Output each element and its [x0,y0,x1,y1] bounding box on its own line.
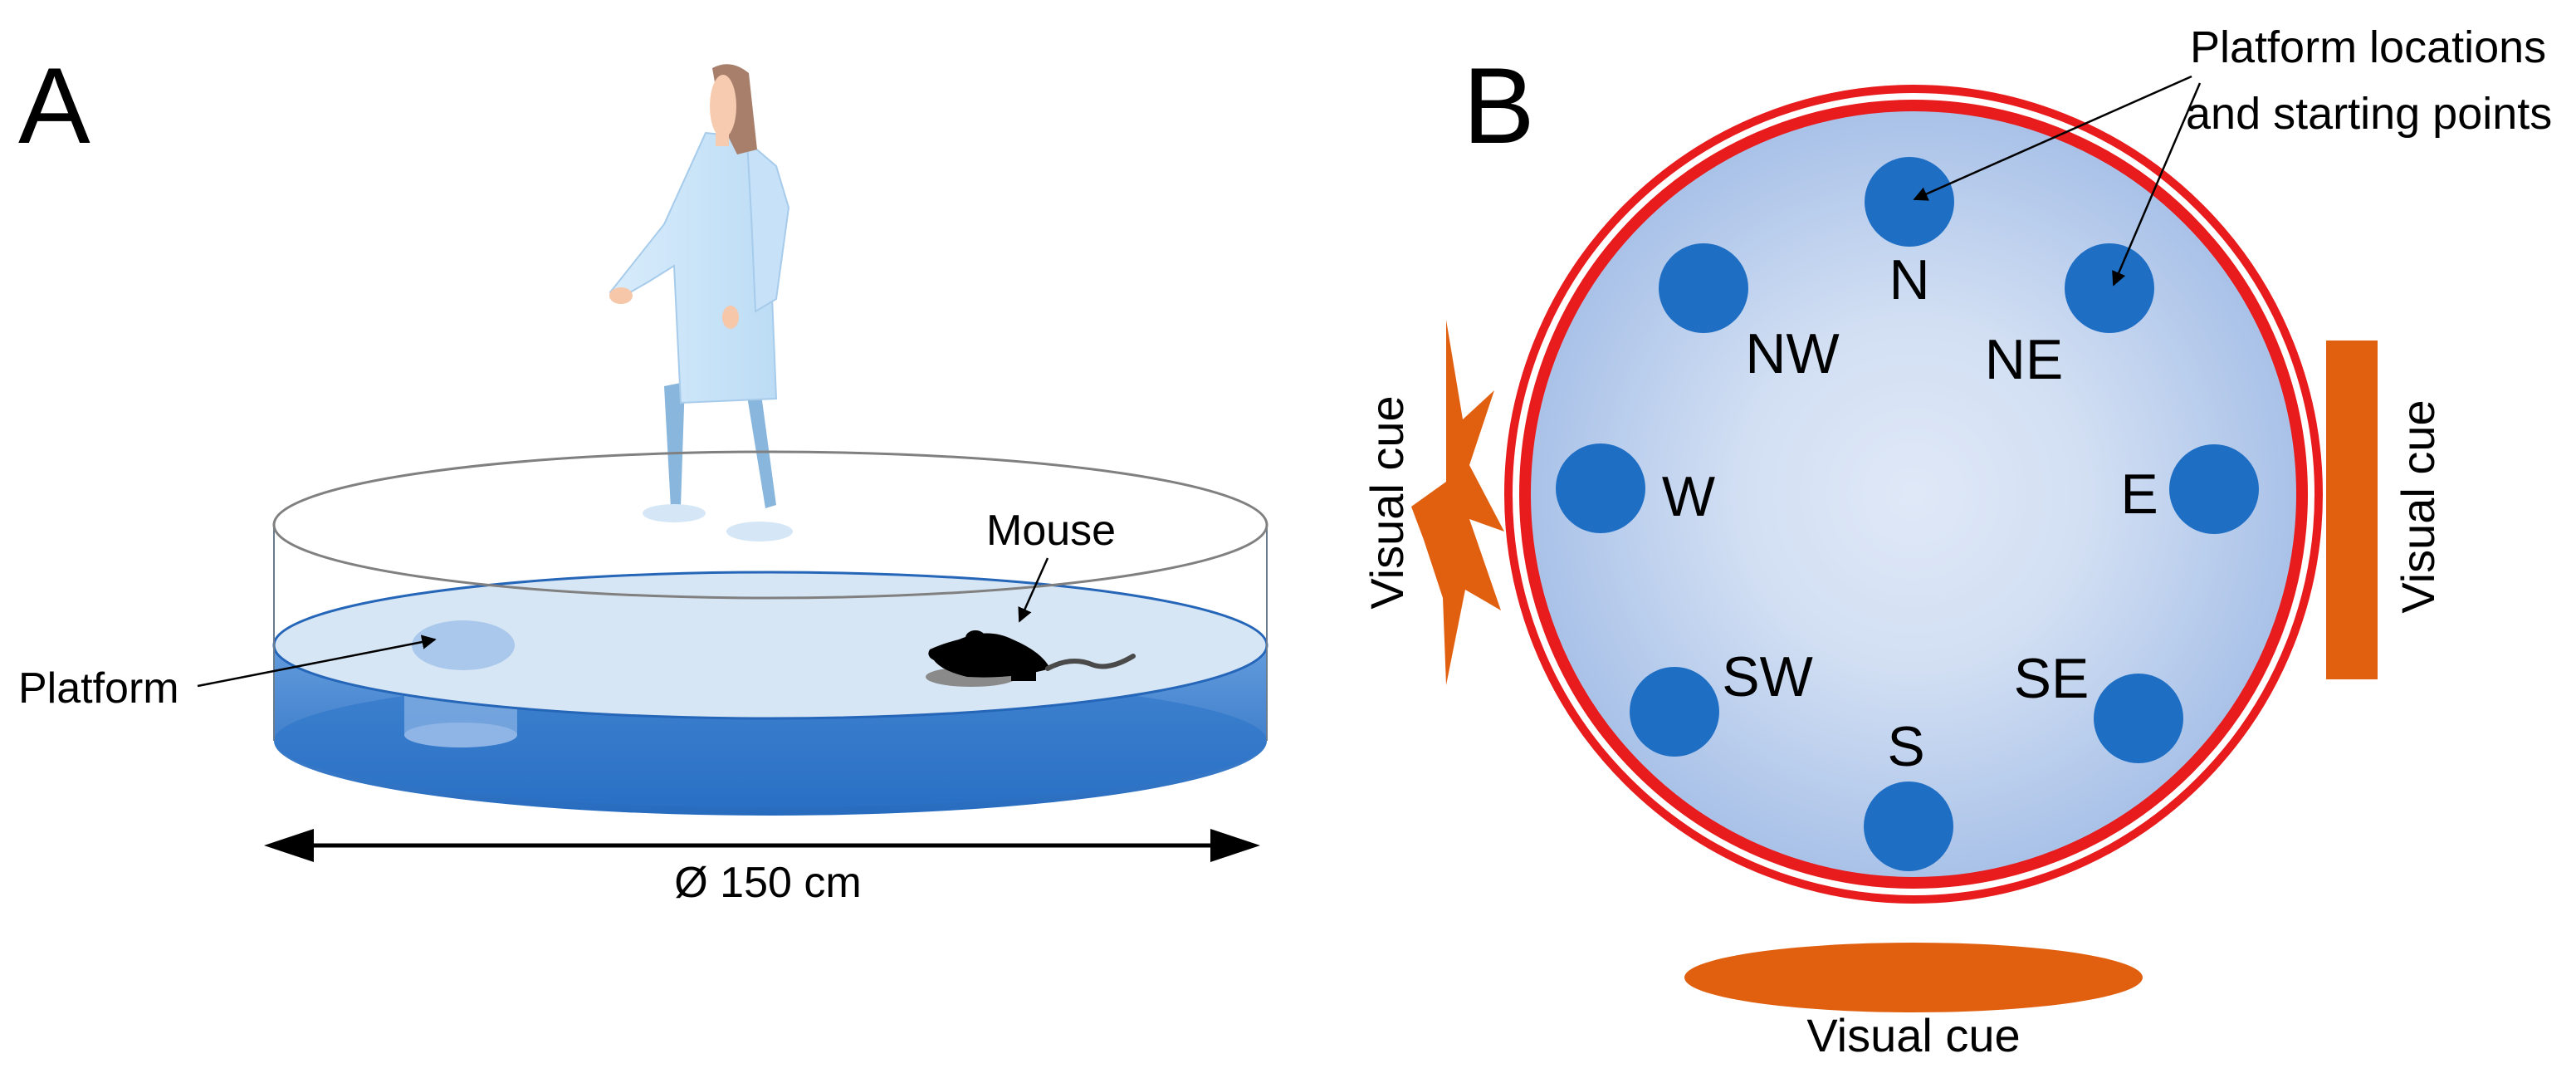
panel-b: B N NE E SE S SW W NW Platform locations… [1361,22,2552,1061]
direction-label-e: E [2120,463,2158,526]
platform-locations-label-line1: Platform locations [2190,22,2546,72]
platform-spot-w [1556,443,1645,533]
mouse-pointer [1018,557,1049,623]
panel-a-letter: A [18,45,90,166]
visual-cue-right-bar [2326,341,2378,679]
platform-spot-sw [1630,667,1719,757]
platform-label: Platform [18,664,179,713]
direction-label-w: W [1662,465,1715,528]
panel-b-letter: B [1463,45,1535,166]
pool-side-view [272,525,1268,816]
platform-spot-se [2094,674,2183,763]
mouse-label: Mouse [986,507,1116,555]
visual-cue-bottom-ellipse [1684,943,2143,1012]
platform-spot-nw [1659,243,1748,333]
pool-rim-top [272,450,1268,600]
locations-pointer-ne [2112,82,2202,287]
direction-label-s: S [1887,715,1924,778]
visual-cue-label-bottom: Visual cue [1806,1009,2020,1061]
platform-spot [412,620,515,670]
mouse-silhouette-icon [926,630,1136,687]
platform-spot-e [2169,444,2259,534]
direction-label-sw: SW [1722,645,1813,708]
diameter-label: Ø 150 cm [674,859,861,907]
platform-spot-ne [2065,243,2154,333]
platform-spot-s [1864,782,1953,871]
visual-cue-label-right: Visual cue [2392,399,2444,613]
researcher-figure-icon [609,64,793,541]
direction-label-nw: NW [1745,322,1839,385]
direction-label-ne: NE [1985,328,2063,391]
visual-cue-left-star [1411,320,1504,685]
platform-locations-label-line2: and starting points [2186,89,2552,139]
direction-label-n: N [1889,248,1929,311]
platform-spot-n [1865,157,1954,247]
visual-cue-label-left: Visual cue [1361,395,1413,609]
panel-a: A [18,45,1268,907]
diameter-arrow [264,829,1260,862]
direction-label-se: SE [2014,647,2090,710]
platform-pointer [197,635,437,688]
locations-pointer-n [1913,75,2192,201]
